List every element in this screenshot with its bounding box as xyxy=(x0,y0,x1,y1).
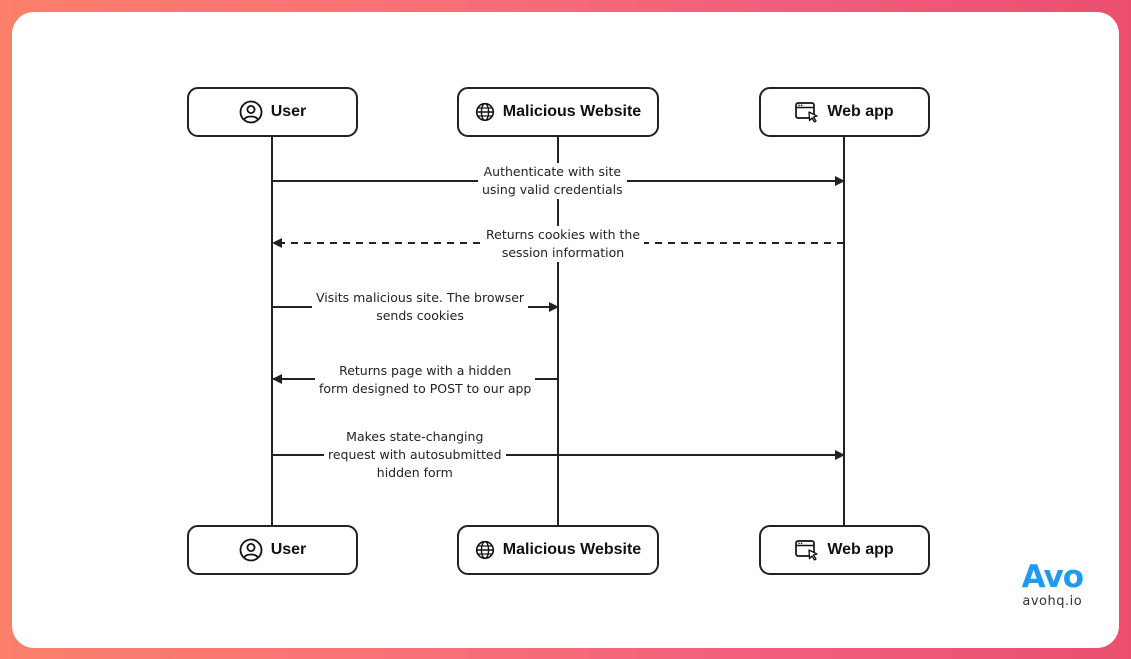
logo-wordmark: Avo xyxy=(1021,559,1084,595)
actor-user-bottom: User xyxy=(187,525,358,575)
actor-malicious-bottom: Malicious Website xyxy=(457,525,659,575)
avo-logo: Avo avohq.io xyxy=(1021,559,1084,609)
actor-webapp-top: Web app xyxy=(759,87,930,137)
actor-user-top: User xyxy=(187,87,358,137)
globe-icon xyxy=(475,540,494,560)
actor-malicious-label: Malicious Website xyxy=(502,103,642,120)
actor-malicious-label: Malicious Website xyxy=(502,541,642,558)
globe-icon xyxy=(475,102,494,122)
actor-webapp-label: Web app xyxy=(827,541,894,558)
actor-malicious-top: Malicious Website xyxy=(457,87,659,137)
user-circle-icon xyxy=(239,100,263,124)
message-label-3: Visits malicious site. The browser sends… xyxy=(312,289,529,325)
user-circle-icon xyxy=(239,538,263,562)
message-label-2: Returns cookies with the session informa… xyxy=(482,226,645,262)
actor-webapp-label: Web app xyxy=(827,103,894,120)
actor-user-label: User xyxy=(270,103,307,120)
browser-window-icon xyxy=(795,102,818,123)
browser-window-icon xyxy=(795,540,818,561)
actor-webapp-bottom: Web app xyxy=(759,525,930,575)
message-label-4: Returns page with a hidden form designed… xyxy=(315,362,536,398)
logo-url: avohq.io xyxy=(1022,594,1083,609)
actor-user-label: User xyxy=(270,541,307,558)
message-label-1: Authenticate with site using valid crede… xyxy=(478,163,627,199)
message-label-5: Makes state-changing request with autosu… xyxy=(324,428,506,482)
